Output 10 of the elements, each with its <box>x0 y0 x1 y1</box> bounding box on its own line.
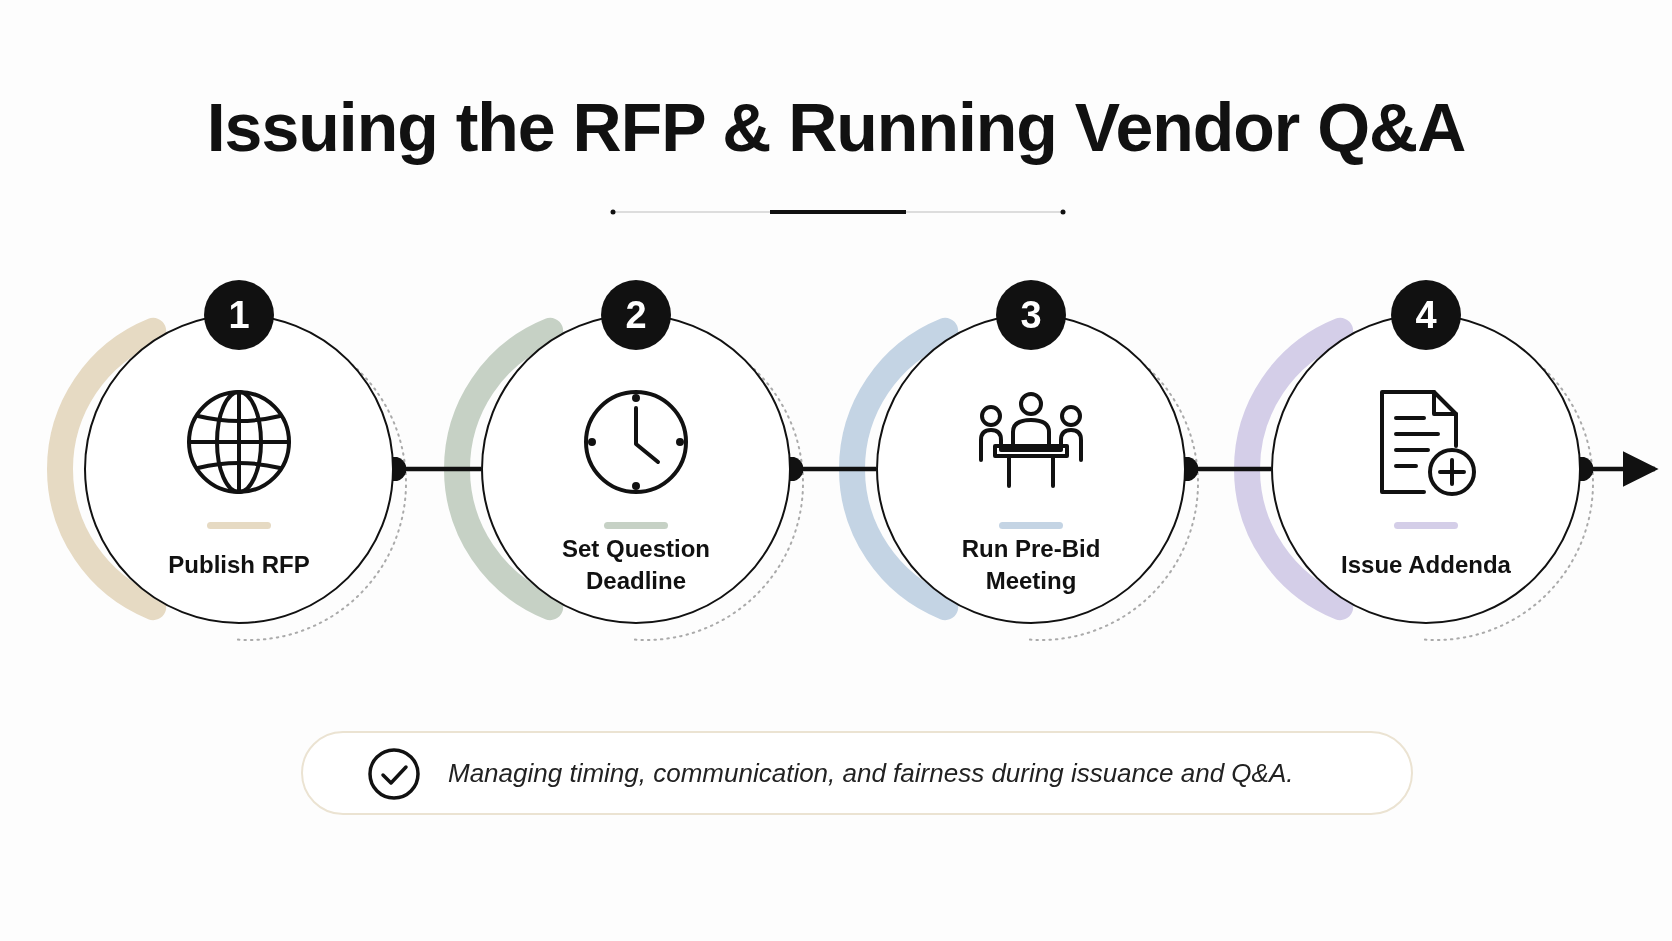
step-label: Issue Addenda <box>1340 550 1512 580</box>
title: Issuing the RFP & Running Vendor Q&A <box>205 88 1467 166</box>
summary-text: Managing timing, communication, and fairness during issuance and Q&A. <box>448 757 1294 790</box>
step-number: 2 <box>601 280 671 350</box>
step-label: Set Question Deadline <box>561 534 711 596</box>
step-number: 3 <box>996 280 1066 350</box>
step-label: Publish RFP <box>167 550 311 580</box>
step-number: 1 <box>204 280 274 350</box>
step-label: Run Pre-Bid Meeting <box>960 534 1102 596</box>
step-number: 4 <box>1391 280 1461 350</box>
